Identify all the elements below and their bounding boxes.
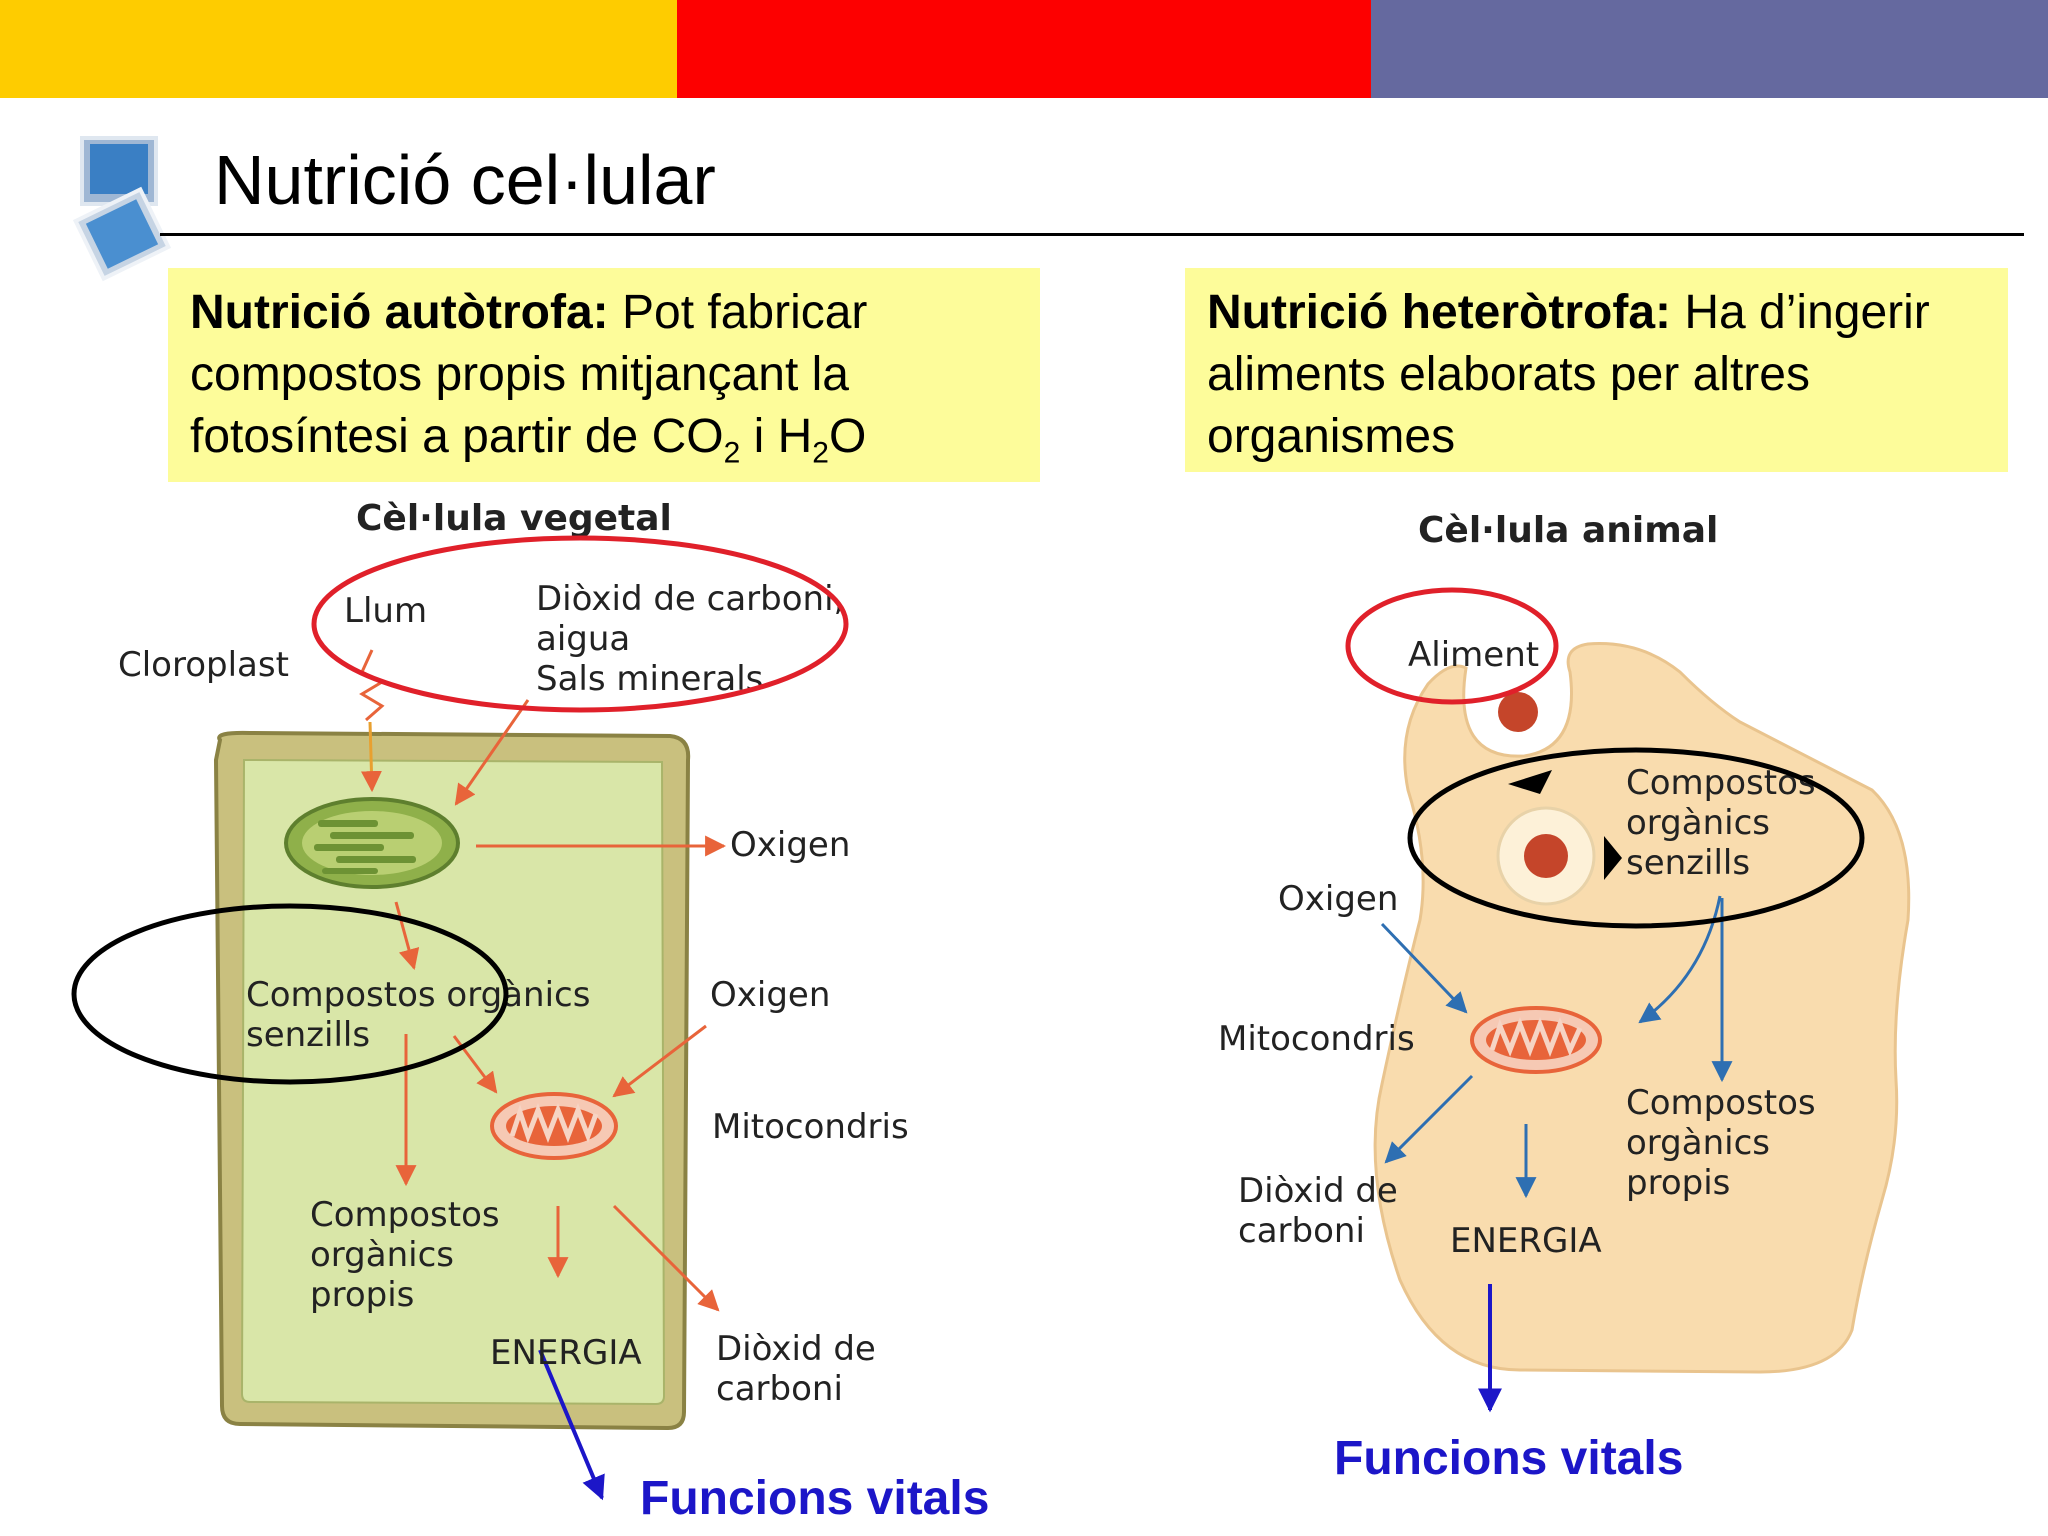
animal-co2-line2: carboni [1238, 1211, 1365, 1251]
own-compounds-line1: Compostos [310, 1195, 500, 1235]
top-band-yellow [0, 0, 677, 98]
light-arrow [360, 721, 382, 793]
autotrophic-line3-mid: i H [740, 410, 813, 463]
animal-own-line1: Compostos [1626, 1083, 1816, 1123]
animal-functions-label: Funcions vitals [1334, 1432, 1683, 1485]
heterotrophic-line3: organismes [1207, 410, 1456, 463]
mito-to-co2-arrow-animal [1384, 1074, 1474, 1164]
plant-energy-label: ENERGIA [490, 1333, 642, 1373]
plant-co2-line2: carboni [716, 1369, 843, 1409]
plant-mitochondrion [490, 1092, 618, 1160]
co2-subscript: 2 [723, 436, 741, 470]
oxygen-to-mito-arrow [1380, 922, 1468, 1014]
inputs-line3: Sals minerals [536, 659, 763, 699]
top-band-blue [1371, 0, 2048, 98]
animal-co2-line1: Diòxid de [1238, 1171, 1398, 1211]
inputs-line1: Diòxid de carboni, [536, 579, 844, 619]
animal-mitochondrion [1470, 1006, 1602, 1074]
simple-compounds-line1: Compostos orgànics [246, 975, 590, 1015]
page-title: Nutrició cel·lular [214, 141, 716, 219]
food-particle [1498, 692, 1538, 732]
inputs-arrow [454, 699, 530, 806]
autotrophic-line3-end: O [828, 410, 867, 463]
plant-inputs-highlight [311, 535, 849, 713]
autotrophic-definition-box: Nutrició autòtrofa: Pot fabricar compost… [168, 268, 1040, 482]
slide-bullet-icon [72, 136, 172, 282]
h2o-subscript: 2 [812, 436, 829, 470]
animal-simple-line1: Compostos [1626, 763, 1816, 803]
heterotrophic-definition-box: Nutrició heteròtrofa: Ha d’ingerir alime… [1185, 268, 2008, 472]
heterotrophic-line1: Ha d’ingerir [1671, 286, 1930, 339]
oxygen-in-arrow [612, 1024, 707, 1098]
heterotrophic-heading: Nutrició heteròtrofa: [1207, 286, 1672, 339]
animal-simple-compounds-highlight [1407, 747, 1865, 929]
food-highlight [1345, 587, 1559, 705]
own-compounds-line2: orgànics [310, 1235, 454, 1275]
simple-to-mito-arrow-animal [1638, 895, 1722, 1024]
autotrophic-line1: Pot fabricar [608, 286, 868, 339]
animal-cell [1373, 642, 1911, 1374]
title-underline [160, 233, 2024, 236]
light-zigzag [359, 649, 386, 722]
animal-oxygen-label: Oxigen [1278, 879, 1398, 919]
autotrophic-line2: compostos propis mitjançant la [190, 348, 849, 401]
top-band-red [677, 0, 1371, 98]
animal-energy-label: ENERGIA [1450, 1221, 1602, 1261]
to-simple-arrow [394, 901, 420, 971]
chloroplast-label: Cloroplast [118, 645, 289, 685]
animal-own-line3: propis [1626, 1163, 1730, 1203]
oxygen-in-label: Oxigen [710, 975, 830, 1015]
animal-arrows [1380, 895, 1733, 1413]
plant-functions-label: Funcions vitals [640, 1472, 989, 1525]
vacuole [1496, 806, 1596, 906]
chloroplast [284, 797, 460, 889]
animal-cell-heading: Cèl·lula animal [1418, 510, 1718, 551]
animal-own-line2: orgànics [1626, 1123, 1770, 1163]
animal-simple-line2: orgànics [1626, 803, 1770, 843]
heterotrophic-line2: aliments elaborats per altres [1207, 348, 1810, 401]
plant-cell-heading: Cèl·lula vegetal [356, 498, 672, 539]
mito-to-co2-arrow [612, 1204, 720, 1312]
inputs-line2: aigua [536, 619, 630, 659]
energy-to-functions-arrow [538, 1349, 605, 1501]
pointer-left [1508, 770, 1552, 794]
autotrophic-line3: fotosíntesi a partir de CO [190, 410, 724, 463]
animal-simple-line3: senzills [1626, 843, 1750, 883]
animal-mitochondria-label: Mitocondris [1218, 1019, 1415, 1059]
plant-co2-line1: Diòxid de [716, 1329, 876, 1369]
oxygen-out-label: Oxigen [730, 825, 850, 865]
light-label: Llum [344, 591, 427, 631]
autotrophic-heading: Nutrició autòtrofa: [190, 286, 609, 339]
plant-mitochondria-label: Mitocondris [712, 1107, 909, 1147]
simple-compounds-line2: senzills [246, 1015, 370, 1055]
plant-simple-compounds-highlight [71, 903, 509, 1085]
food-label: Aliment [1408, 635, 1539, 675]
own-compounds-line3: propis [310, 1275, 414, 1315]
pointer-right [1604, 836, 1622, 880]
